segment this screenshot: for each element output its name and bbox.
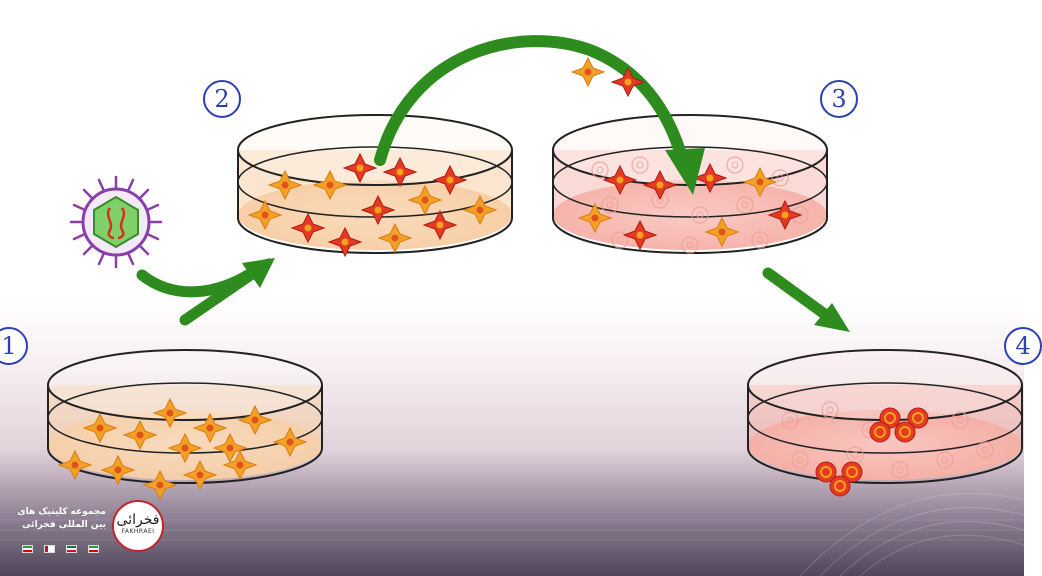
brand-line-1: مجموعه کلینیک های: [17, 507, 106, 517]
arrow-dish-1-to-dish-2: [179, 258, 275, 326]
brand-text: مجموعه کلینیک های بین المللی فخرائی: [17, 506, 106, 532]
virus-icon: [69, 175, 163, 269]
petri-dish-2: [237, 114, 513, 257]
flag-icon: [22, 545, 33, 553]
brand-line-2: بین المللی فخرائی: [22, 520, 106, 530]
brand-logo-text: فخرائی: [116, 512, 160, 528]
step-label-2: 2: [203, 80, 241, 118]
arrow-dish-3-to-dish-4: [762, 267, 850, 332]
brand-logo-subtext: FAKHRAEI: [121, 528, 155, 535]
petri-dish-4: [747, 349, 1023, 497]
brand-watermark: مجموعه کلینیک های بین المللی فخرائی فخرا…: [14, 500, 164, 558]
step-label-3: 3: [820, 80, 858, 118]
petri-dish-1: [47, 349, 323, 500]
arrow-dish-2-to-dish-3: [374, 35, 705, 195]
flag-icon: [88, 545, 100, 553]
flag-icon: [44, 545, 56, 553]
decorative-waves: [0, 492, 1025, 576]
brand-logo: فخرائی FAKHRAEI: [112, 500, 164, 552]
step-label-4: 4: [1004, 327, 1042, 365]
country-flags: [22, 538, 105, 557]
flag-icon: [66, 545, 78, 553]
petri-dish-3: [552, 114, 828, 254]
